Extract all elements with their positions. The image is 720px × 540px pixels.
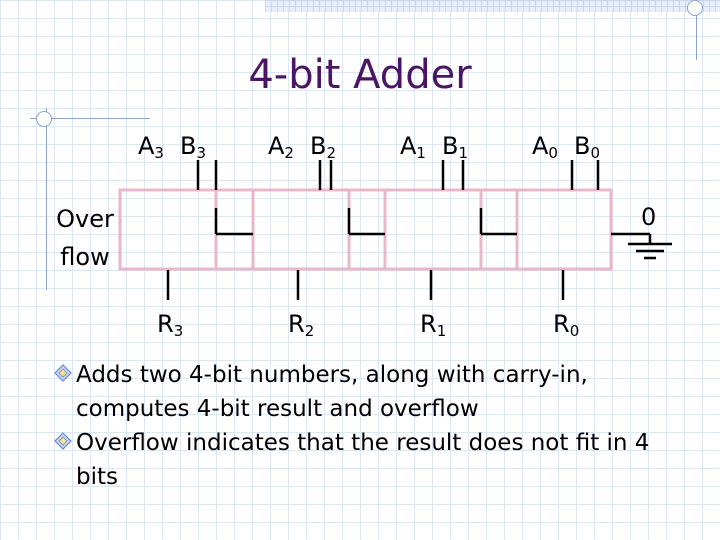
output-letter: R: [553, 310, 570, 338]
output-wires: [166, 270, 565, 300]
bullet-text: Adds two 4-bit numbers, along with carry…: [76, 362, 588, 422]
input-a-letter: A: [532, 132, 549, 160]
input-a-sub: 2: [284, 144, 294, 162]
ground-icon: [628, 234, 672, 260]
output-sub: 3: [173, 322, 184, 340]
decorative-vertical-line: [46, 108, 47, 290]
input-b-letter: B: [309, 132, 327, 160]
input-b-letter: B: [573, 132, 591, 160]
carry-connector-box-3: [214, 188, 255, 271]
input-b-sub: 3: [196, 144, 206, 162]
input-wires: [196, 160, 600, 190]
output-label-r1: R1: [420, 312, 446, 339]
output-letter: R: [420, 310, 437, 338]
bullet-text: Overflow indicates that the result does …: [76, 430, 650, 490]
input-b-letter: B: [441, 132, 459, 160]
carry-in-label: 0: [641, 203, 657, 231]
overflow-label-line2: flow: [60, 243, 110, 271]
adder-outer-box: [118, 188, 613, 271]
carry-connector-box-2: [347, 188, 387, 271]
bullet-item: Overflow indicates that the result does …: [54, 426, 684, 494]
bullet-item: Adds two 4-bit numbers, along with carry…: [54, 358, 684, 426]
input-b-sub: 1: [458, 144, 468, 162]
decorative-vertical-line-right: [696, 0, 697, 60]
output-letter: R: [157, 310, 174, 338]
carry-wires: [214, 208, 650, 236]
full-adder-cell-0: [515, 188, 613, 271]
decorative-horizontal-line: [30, 118, 150, 119]
decorative-circle-right: [687, 0, 703, 16]
bullet-list: Adds two 4-bit numbers, along with carry…: [54, 358, 684, 494]
input-b-sub: 2: [326, 144, 336, 162]
input-a-sub: 0: [548, 144, 558, 162]
input-b-letter: B: [179, 132, 197, 160]
slide-title: 4-bit Adder: [248, 52, 472, 98]
decorative-circle: [36, 111, 52, 127]
output-sub: 1: [436, 322, 447, 340]
output-label-r3: R3: [157, 312, 183, 339]
carry-connector-box-1: [479, 188, 519, 271]
full-adder-cell-1: [383, 188, 483, 271]
full-adder-cell-3: [118, 188, 218, 271]
input-b-sub: 0: [590, 144, 600, 162]
output-letter: R: [288, 310, 305, 338]
input-a-letter: A: [400, 132, 417, 160]
full-adder-cell-2: [251, 188, 351, 271]
input-a-sub: 3: [154, 144, 164, 162]
overflow-label-line1: Over: [56, 205, 114, 233]
output-sub: 2: [304, 322, 315, 340]
output-label-r2: R2: [288, 312, 314, 339]
overflow-label: Over flow: [50, 200, 120, 276]
diamond-bullet-icon: [54, 432, 72, 450]
input-a-letter: A: [138, 132, 155, 160]
output-sub: 0: [569, 322, 580, 340]
diamond-bullet-icon: [54, 364, 72, 382]
input-a-sub: 1: [416, 144, 426, 162]
output-label-r0: R0: [553, 312, 579, 339]
decorative-band: [265, 0, 720, 12]
input-a-letter: A: [268, 132, 285, 160]
